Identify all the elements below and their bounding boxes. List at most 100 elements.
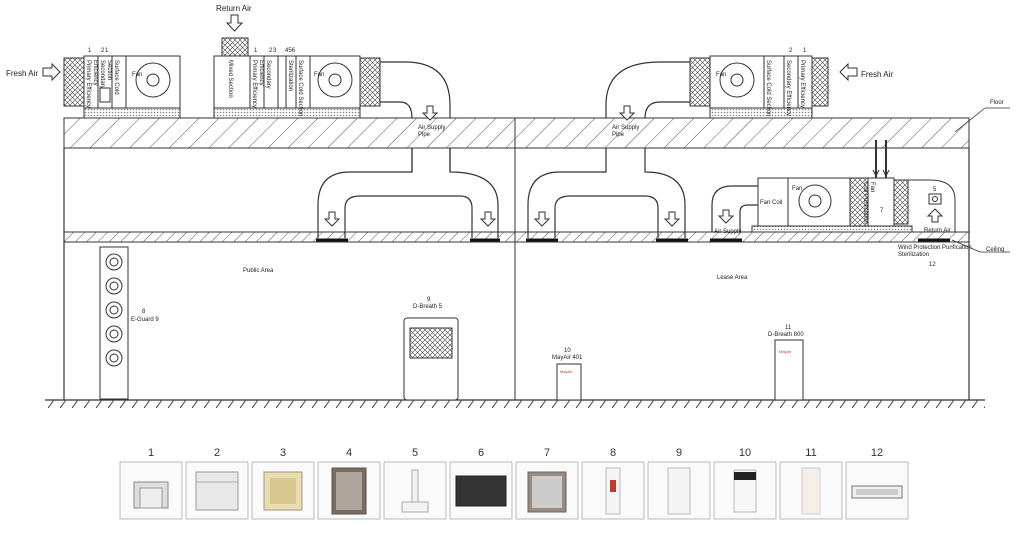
device-d-breath-5: 9 D-Breath 5 xyxy=(403,297,459,401)
unit-num-mid-1: 1 xyxy=(254,48,258,54)
fan-label-mid: Fan xyxy=(314,72,324,78)
air-supply-label: Air Supply xyxy=(714,229,741,235)
product-image xyxy=(195,471,239,511)
thumbnail-4: 4 xyxy=(317,447,381,520)
device-num-10: 10 xyxy=(564,348,571,354)
right-ahu xyxy=(689,55,829,119)
thumbnail-number: 4 xyxy=(346,447,352,459)
product-image xyxy=(455,475,507,507)
unit-num-right-1: 1 xyxy=(803,48,807,54)
thumbnail-3: 3 xyxy=(251,447,315,520)
supply-ducts xyxy=(317,61,758,238)
unit-num-mid-2: 2 xyxy=(269,48,273,54)
product-image xyxy=(801,467,821,515)
fresh-air-right-label: Fresh Air xyxy=(861,70,893,79)
public-area-label: Public Area xyxy=(243,268,274,274)
device-d-breath-800: MayAir 11 D-Breath 800 xyxy=(768,325,804,401)
primary-efficiency-right-label: Primary Efficiency xyxy=(799,60,805,108)
thumbnail-6: 6 xyxy=(449,447,513,520)
ceiling-slab xyxy=(63,231,970,243)
floor-label: Floor xyxy=(990,100,1004,106)
fan-coil-unit xyxy=(751,140,956,233)
device-name-d-breath-5: D-Breath 5 xyxy=(413,304,443,310)
device-name-mayair-401: MayAir 401 xyxy=(552,355,583,361)
unit-num-lease-5: 5 xyxy=(933,187,937,193)
coil-purification-label: FanCoil Purification xyxy=(862,182,875,224)
primary-efficiency-left-label: Primary Efficiency xyxy=(85,60,91,108)
leader-lines xyxy=(951,107,1010,253)
device-num-9: 9 xyxy=(427,297,431,303)
airflow-arrows xyxy=(42,14,944,227)
thumbnail-9: 9 xyxy=(647,447,711,520)
return-air-lease-label: Return Air xyxy=(924,228,951,234)
floor-slab xyxy=(63,117,970,400)
unit-num-left-1: 1 xyxy=(88,48,92,54)
thumbnail-12: 12 xyxy=(845,447,909,520)
device-name-e-guard: E-Guard 9 xyxy=(131,317,159,323)
surface-cold-right-label: Surface Cold Section xyxy=(765,60,771,116)
thumbnail-number: 2 xyxy=(214,447,220,459)
thumbnail-number: 9 xyxy=(676,447,682,459)
thumbnail-number: 12 xyxy=(871,447,883,459)
device-name-d-breath-800: D-Breath 800 xyxy=(768,332,804,338)
lease-area-label: Lease Area xyxy=(717,275,748,281)
surface-cold-left-label: Surface ColdSection xyxy=(106,60,119,95)
middle-ahu xyxy=(213,37,381,119)
fan-label-left: Fan xyxy=(132,72,142,78)
thumbnail-2: 2 xyxy=(185,447,249,520)
thumbnail-number: 6 xyxy=(478,447,484,459)
thumbnail-5: 5 xyxy=(383,447,447,520)
secondary-efficiency-left-label: SecondaryEfficiency xyxy=(92,60,105,89)
unit-num-mid-456: 456 xyxy=(285,48,296,54)
thumbnail-number: 8 xyxy=(610,447,616,459)
secondary-efficiency-mid-label: SecondaryEfficiency xyxy=(258,60,271,89)
thumbnail-1: 1 xyxy=(119,447,183,520)
product-image xyxy=(263,471,303,511)
unit-num-lease-12: 12 xyxy=(929,262,936,268)
device-mayair-401: MayAir 10 MayAir 401 xyxy=(552,348,583,401)
thumbnail-10: 10 xyxy=(713,447,777,520)
primary-efficiency-mid-label: Primary Efficiency xyxy=(251,60,257,108)
mixed-section-label: Mixed Section xyxy=(227,60,233,98)
return-air-top-label: Return Air xyxy=(216,4,252,13)
unit-num-left-1b: 1 xyxy=(105,48,109,54)
thumbnail-number: 7 xyxy=(544,447,550,459)
product-image xyxy=(851,485,903,499)
left-ahu xyxy=(63,55,181,119)
thumbnail-number: 5 xyxy=(412,447,418,459)
ceiling-label: Ceiling xyxy=(986,247,1004,253)
device-num-8: 8 xyxy=(142,309,146,315)
device-num-11: 11 xyxy=(785,325,792,331)
product-image xyxy=(605,467,621,515)
product-image xyxy=(527,471,567,513)
thumbnail-number: 1 xyxy=(148,447,154,459)
product-image xyxy=(667,467,691,515)
surface-cold-mid-label: Surface Cold Section xyxy=(297,60,303,116)
fan-coil-label: Fan Coil xyxy=(760,200,782,206)
thumbnail-7: 7 xyxy=(515,447,579,520)
thumbnail-11: 11 xyxy=(779,447,843,520)
unit-num-right-2: 2 xyxy=(789,48,793,54)
product-image xyxy=(133,481,169,509)
product-image xyxy=(733,469,757,513)
thumbnail-number: 3 xyxy=(280,447,286,459)
thumbnail-number: 11 xyxy=(805,447,816,459)
unit-num-left-2: 2 xyxy=(101,48,105,54)
unit-num-lease-7: 7 xyxy=(880,208,884,214)
ground-line xyxy=(45,399,985,408)
fan-label-right: Fan xyxy=(716,72,726,78)
fresh-air-left-label: Fresh Air xyxy=(6,69,38,78)
diagram-labels: Return Air Fresh Air Fresh Air Floor Cei… xyxy=(6,4,1004,281)
product-image xyxy=(331,467,367,515)
thumbnail-number: 10 xyxy=(739,447,751,459)
device-e-guard-9: 8 E-Guard 9 xyxy=(99,246,159,400)
unit-num-mid-3: 3 xyxy=(273,48,277,54)
brand-mark-800: MayAir xyxy=(779,349,792,354)
product-image xyxy=(401,469,429,513)
